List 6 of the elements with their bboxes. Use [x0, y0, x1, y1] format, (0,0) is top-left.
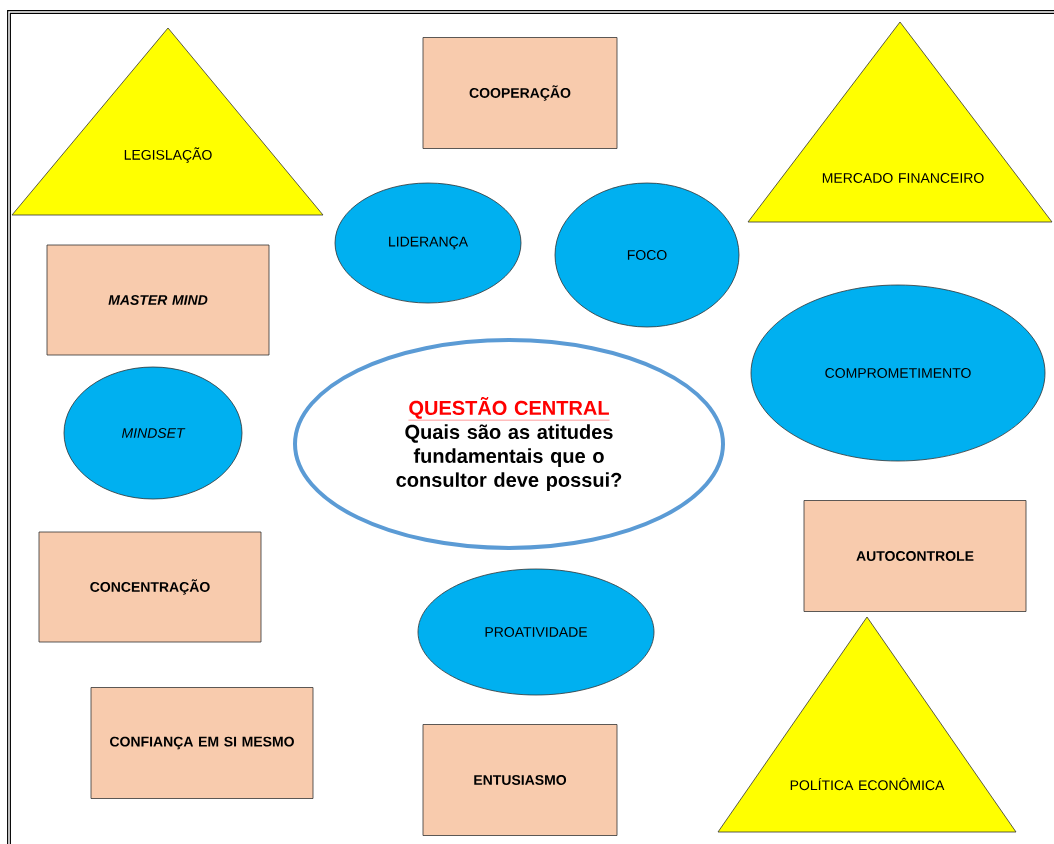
rectangle-box: AUTOCONTROLE [803, 500, 1027, 612]
rectangle-box: MASTER MIND [46, 244, 270, 356]
rectangle-box: CONFIANÇA EM SI MESMO [90, 687, 314, 799]
rectangle-box: ENTUSIASMO [422, 724, 618, 836]
rectangle-box: COOPERAÇÃO [422, 37, 618, 149]
rectangle-box: CONCENTRAÇÃO [38, 531, 262, 643]
